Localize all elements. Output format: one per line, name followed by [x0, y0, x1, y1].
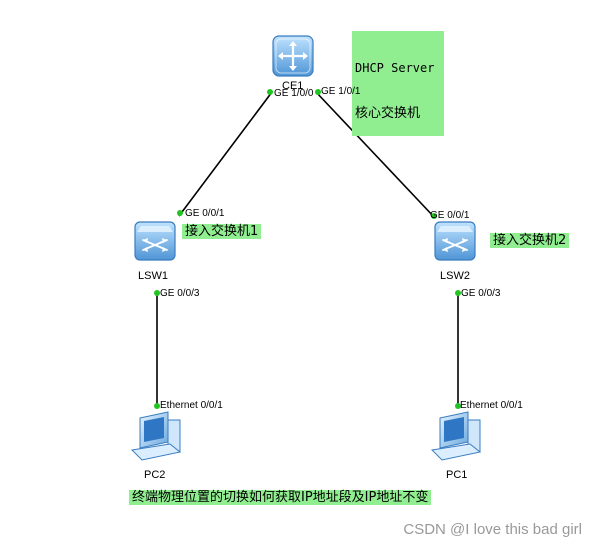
- lsw1-description-label: 接入交换机1: [182, 224, 262, 239]
- lsw2-port-up: GE 0/0/1: [430, 210, 470, 221]
- pc1-name: PC1: [446, 469, 468, 481]
- diagram-caption: 终端物理位置的切换如何获取IP地址段及IP地址不变: [129, 490, 432, 505]
- pc1-computer-icon[interactable]: [430, 411, 482, 461]
- link-ce1-lsw1: [178, 91, 273, 217]
- ce1-port-left: GE 1/0/0: [274, 88, 314, 99]
- ce1-role-label: DHCP Server: [355, 61, 435, 75]
- lsw2-port-down: GE 0/0/3: [461, 288, 501, 299]
- pc2-computer-icon[interactable]: [130, 411, 182, 461]
- csdn-watermark: CSDN @I love this bad girl: [403, 521, 582, 538]
- ce1-description-label: DHCP Server 核心交换机: [352, 31, 444, 136]
- ce1-port-right: GE 1/0/1: [321, 86, 361, 97]
- ce1-switch-icon[interactable]: [272, 35, 314, 77]
- ce1-type-label: 核心交换机: [355, 106, 421, 121]
- lsw1-port-up: GE 0/0/1: [185, 208, 225, 219]
- lsw1-name: LSW1: [138, 270, 168, 282]
- lsw1-port-down: GE 0/0/3: [160, 288, 200, 299]
- link-ce1-lsw2: [315, 91, 436, 219]
- ce1-name: CE1: [282, 80, 304, 92]
- pc1-port: Ethernet 0/0/1: [460, 400, 523, 411]
- pc2-name: PC2: [144, 469, 166, 481]
- lsw2-name: LSW2: [440, 270, 470, 282]
- port-dots: [154, 89, 461, 409]
- lsw2-switch-icon[interactable]: [434, 221, 476, 261]
- lsw1-switch-icon[interactable]: [134, 221, 176, 261]
- pc2-port: Ethernet 0/0/1: [160, 400, 223, 411]
- lsw2-description-label: 接入交换机2: [490, 233, 570, 248]
